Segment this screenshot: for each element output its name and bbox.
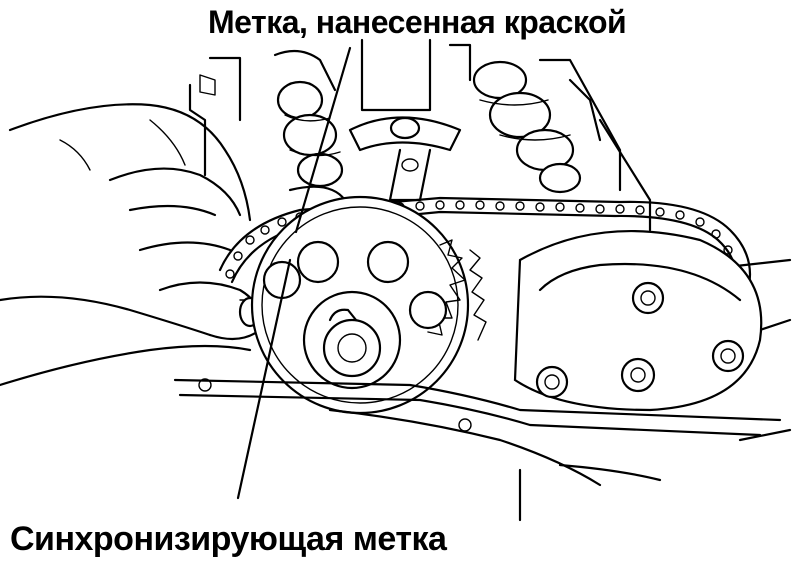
- timing-mark-label: Синхронизирующая метка: [10, 520, 447, 558]
- hand: [0, 103, 263, 387]
- cylinder-head-outline: [188, 38, 792, 332]
- timing-mark-leader: [236, 258, 292, 500]
- left-sprocket: [250, 195, 470, 415]
- center-bracket: [348, 116, 462, 202]
- paint-mark-label: Метка, нанесенная краской: [208, 4, 627, 40]
- paint-mark-leader: [294, 46, 352, 234]
- timing-cover: [173, 378, 792, 522]
- left-camshaft: [273, 49, 347, 202]
- leader-lines: [236, 46, 352, 500]
- right-camshaft: [472, 60, 582, 194]
- right-vvt-sprocket: [469, 229, 763, 412]
